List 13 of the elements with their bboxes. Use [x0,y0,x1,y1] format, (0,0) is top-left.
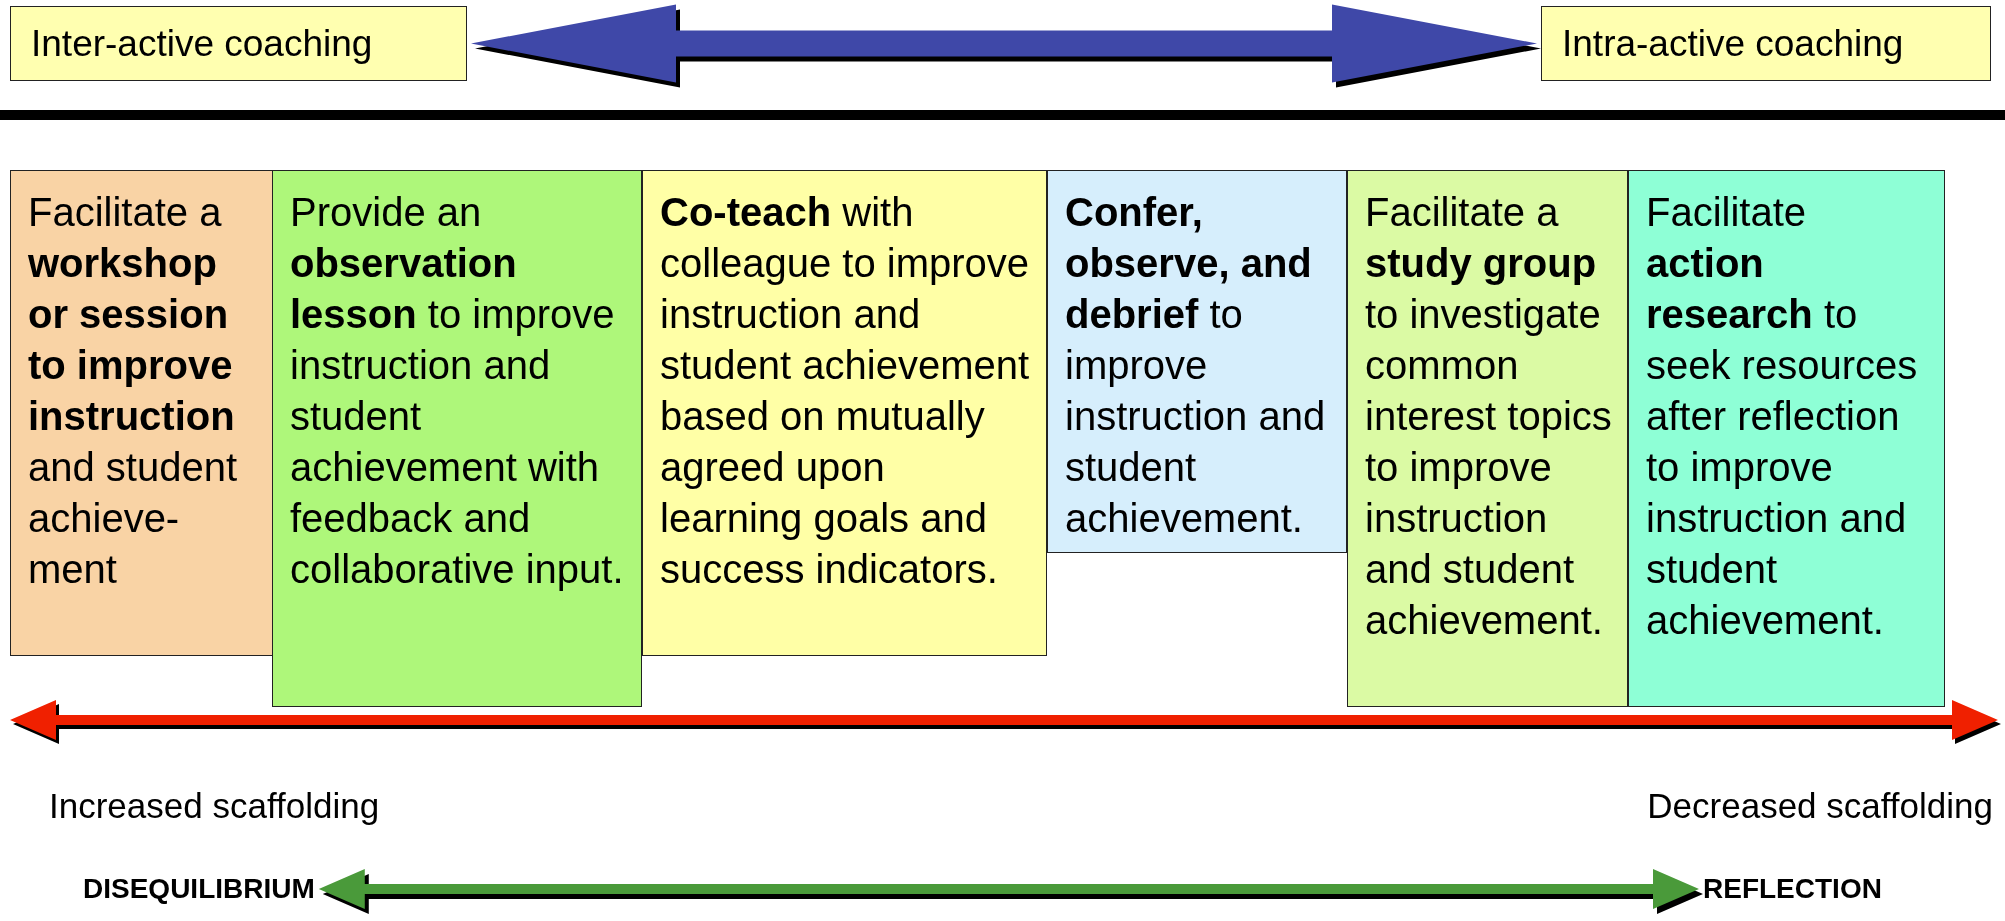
strategy-card: Provide an observation lesson to improve instruction and student achievement with feedback and collaborative input. [272,170,642,707]
pole-label: REFLECTION [1703,873,1882,905]
strategy-card: Confer, observe, and debrief to improve instruction and student achievement. [1047,170,1347,553]
coaching-box: Intra-active coaching [1541,6,1991,81]
pole-label: DISEQUILIBRIUM [83,873,315,905]
double-arrow [318,869,1699,909]
strategy-card: Facilitate a study group to investigate common interest topics to improve instruction and student achievement. [1347,170,1628,707]
scale-label: Decreased scaffolding [1647,786,1993,826]
coaching-box: Inter-active coaching [10,6,467,81]
double-arrow [471,4,1537,83]
scale-label: Increased scaffolding [49,786,380,826]
strategy-card: Facilitate action research to seek resources after reflection to improve instruction and student achievement. [1628,170,1945,707]
strategy-card: Co-teach with colleague to improve instruction and student achievement based on mutually agreed upon learning goals and success indicators. [642,170,1047,656]
